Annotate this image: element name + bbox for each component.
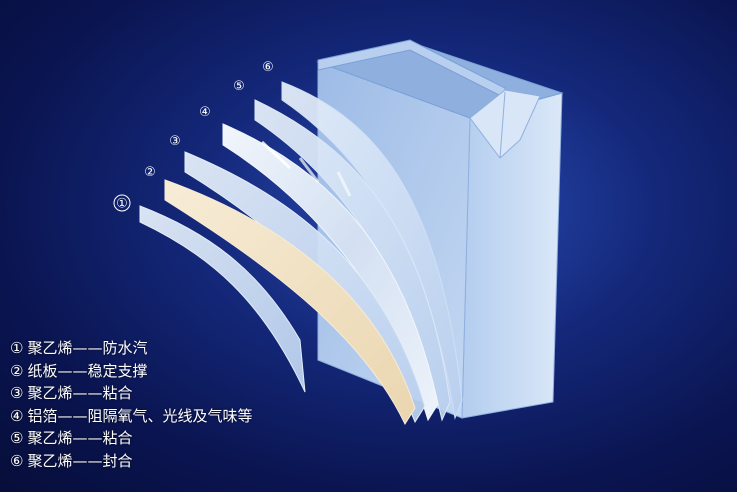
legend-text: 聚乙烯——粘合 xyxy=(27,429,133,448)
marker-3: ③ xyxy=(169,134,181,149)
legend-number: ② xyxy=(10,361,24,380)
marker-1: ① xyxy=(113,194,131,212)
marker-2-label: ② xyxy=(144,165,156,180)
marker-1-circle xyxy=(113,194,131,212)
legend-text: 聚乙烯——粘合 xyxy=(27,384,133,403)
marker-6-label: ⑥ xyxy=(262,60,274,75)
marker-4-label: ④ xyxy=(199,105,211,120)
layer-2-paperboard xyxy=(164,179,416,426)
carton-crease-line xyxy=(499,91,506,159)
layer-5-polyethylene-adhesive xyxy=(254,99,451,422)
marker-2: ② xyxy=(144,165,156,180)
legend-text: 铝箔——阻隔氧气、光线及气味等 xyxy=(27,406,253,425)
layer-1-polyethylene-moisture xyxy=(139,205,306,393)
marker-1-label: ① xyxy=(116,197,128,212)
layer-stack xyxy=(139,81,463,426)
foil-highlight xyxy=(298,157,320,183)
legend-number: ① xyxy=(10,339,24,357)
legend-text: 聚乙烯——防水汽 xyxy=(27,339,148,357)
marker-4: ④ xyxy=(199,105,211,120)
legend-text: 纸板——稳定支撑 xyxy=(27,361,148,380)
foil-highlight xyxy=(260,140,292,170)
marker-3-label: ③ xyxy=(169,134,181,149)
legend-number: ⑥ xyxy=(10,451,24,470)
marker-5: ⑤ xyxy=(233,79,245,94)
legend-text: 聚乙烯——封合 xyxy=(27,451,133,470)
legend-number: ④ xyxy=(10,406,24,425)
marker-5-label: ⑤ xyxy=(233,79,245,94)
legend-number: ⑤ xyxy=(10,429,24,448)
carton-folded-ear xyxy=(469,89,541,159)
foil-highlight xyxy=(336,171,352,197)
marker-6: ⑥ xyxy=(262,60,274,75)
layer-6-polyethylene-seal xyxy=(281,81,463,420)
legend-number: ③ xyxy=(10,384,24,403)
